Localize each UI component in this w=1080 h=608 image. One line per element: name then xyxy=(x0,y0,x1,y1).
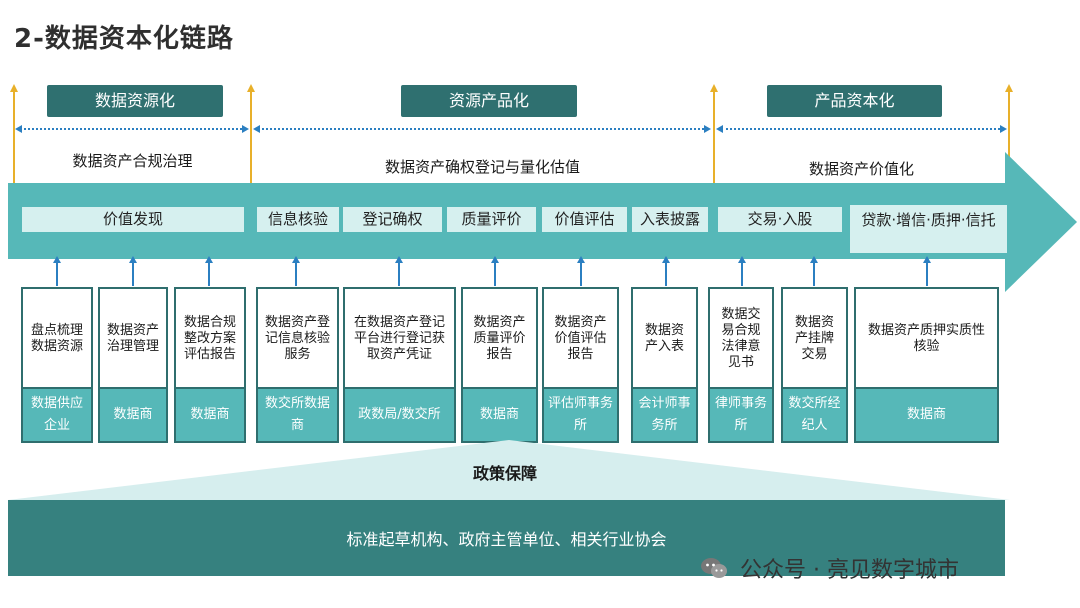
step-registration: 登记确权 xyxy=(343,207,442,232)
up-arrow xyxy=(494,262,496,286)
step-quality-evaluation: 质量评价 xyxy=(447,207,536,232)
up-arrow xyxy=(813,262,815,286)
step-trading: 交易·入股 xyxy=(718,207,842,232)
span-line-3 xyxy=(721,128,1000,130)
process-arrow-head xyxy=(1005,152,1077,292)
card-provider: 数交所数据商 xyxy=(258,387,337,441)
up-arrow-tip xyxy=(738,256,746,263)
card-task: 盘点梳理数据资源 xyxy=(30,323,83,354)
policy-label: 政策保障 xyxy=(472,464,537,483)
policy-triangle xyxy=(8,440,1010,500)
watermark-text: 公众号 · 亮见数字城市 xyxy=(740,558,959,583)
up-arrow-tip xyxy=(205,256,213,263)
card-provider: 数据商 xyxy=(176,387,244,441)
up-arrow xyxy=(398,262,400,286)
up-arrow xyxy=(295,262,297,286)
card-provider: 数据商 xyxy=(100,387,166,441)
card-provider: 数据商 xyxy=(856,387,997,441)
card-task: 数据交易合规法律意见书 xyxy=(721,307,761,370)
card-inventory: 盘点梳理数据资源 数据供应企业 xyxy=(21,287,93,443)
phase-divider-tip-2 xyxy=(247,84,255,92)
step-balance-sheet: 入表披露 xyxy=(632,207,708,232)
up-arrow xyxy=(741,262,743,286)
card-provider: 政数局/数交所 xyxy=(345,387,454,441)
card-provider: 会计师事务所 xyxy=(633,387,696,441)
card-provider: 律师事务所 xyxy=(710,387,772,441)
card-task: 数据资产质押实质性核验 xyxy=(867,323,985,354)
card-task: 数据资产价值评估报告 xyxy=(554,315,607,362)
up-arrow xyxy=(132,262,134,286)
span-arrow-left-3 xyxy=(716,125,723,133)
up-arrow-tip xyxy=(923,256,931,263)
step-info-verification: 信息核验 xyxy=(257,207,339,232)
phase-label-capital: 产品资本化 xyxy=(767,85,942,117)
span-arrow-right-2 xyxy=(704,125,711,133)
policy-body: 标准起草机构、政府主管单位、相关行业协会 xyxy=(8,500,1005,576)
up-arrow-tip xyxy=(810,256,818,263)
card-verification: 数据资产登记信息核验服务 数交所数据商 xyxy=(256,287,339,443)
phase-subtitle-product: 数据资产确权登记与量化估值 xyxy=(384,158,580,176)
card-valuation: 数据资产价值评估报告 评估师事务所 xyxy=(542,287,619,443)
up-arrow-tip xyxy=(53,256,61,263)
watermark: 公众号 · 亮见数字城市 xyxy=(700,550,1080,586)
card-task: 数据资产质量评价报告 xyxy=(473,315,526,362)
span-arrow-left-2 xyxy=(253,125,260,133)
phase-divider-1 xyxy=(13,90,15,258)
card-task: 数据资产治理管理 xyxy=(106,323,159,354)
phase-divider-tip-1 xyxy=(10,84,18,92)
up-arrow-tip xyxy=(395,256,403,263)
span-line-1 xyxy=(20,128,242,130)
up-arrow xyxy=(56,262,58,286)
card-provider: 数据供应企业 xyxy=(23,387,91,441)
card-task: 数据合规整改方案评估报告 xyxy=(183,315,236,362)
step-financing: 贷款·增信·质押·信托 xyxy=(850,205,1007,253)
card-task: 在数据资产登记平台进行登记获取资产凭证 xyxy=(353,315,445,362)
phase-divider-tip-3 xyxy=(710,84,718,92)
step-value-discovery: 价值发现 xyxy=(22,207,244,232)
phase-divider-tip-4 xyxy=(1005,84,1013,92)
card-listing: 数据资产挂牌交易 数交所经纪人 xyxy=(781,287,848,443)
phase-subtitle-resource: 数据资产合规治理 xyxy=(72,152,193,170)
phase-label-product: 资源产品化 xyxy=(401,85,577,117)
up-arrow-tip xyxy=(577,256,585,263)
wechat-icon xyxy=(700,556,728,580)
card-task: 数据资产挂牌交易 xyxy=(794,315,834,362)
up-arrow-tip xyxy=(292,256,300,263)
span-arrow-left-1 xyxy=(15,125,22,133)
up-arrow xyxy=(926,262,928,286)
up-arrow-tip xyxy=(129,256,137,263)
span-line-2 xyxy=(258,128,704,130)
card-quality: 数据资产质量评价报告 数据商 xyxy=(461,287,538,443)
card-provider: 评估师事务所 xyxy=(544,387,617,441)
card-accounting: 数据资产入表 会计师事务所 xyxy=(631,287,698,443)
phase-divider-2 xyxy=(250,90,252,258)
phase-divider-3 xyxy=(713,90,715,258)
span-arrow-right-1 xyxy=(242,125,249,133)
policy-body-text: 标准起草机构、政府主管单位、相关行业协会 xyxy=(346,530,667,549)
up-arrow xyxy=(580,262,582,286)
card-registration: 在数据资产登记平台进行登记获取资产凭证 政数局/数交所 xyxy=(343,287,456,443)
phase-label-resource: 数据资源化 xyxy=(47,85,223,117)
page-title: 2-数据资本化链路 xyxy=(14,24,234,54)
card-legal: 数据交易合规法律意见书 律师事务所 xyxy=(708,287,774,443)
up-arrow xyxy=(665,262,667,286)
card-pledge: 数据资产质押实质性核验 数据商 xyxy=(854,287,999,443)
up-arrow-tip xyxy=(662,256,670,263)
span-arrow-right-3 xyxy=(1000,125,1007,133)
card-provider: 数据商 xyxy=(463,387,536,441)
step-value-assessment: 价值评估 xyxy=(542,207,627,232)
card-task: 数据资产入表 xyxy=(644,323,684,354)
card-governance: 数据资产治理管理 数据商 xyxy=(98,287,168,443)
card-compliance: 数据合规整改方案评估报告 数据商 xyxy=(174,287,246,443)
phase-subtitle-capital: 数据资产价值化 xyxy=(808,160,914,178)
card-provider: 数交所经纪人 xyxy=(783,387,846,441)
card-task: 数据资产登记信息核验服务 xyxy=(264,315,330,362)
up-arrow-tip xyxy=(491,256,499,263)
up-arrow xyxy=(208,262,210,286)
